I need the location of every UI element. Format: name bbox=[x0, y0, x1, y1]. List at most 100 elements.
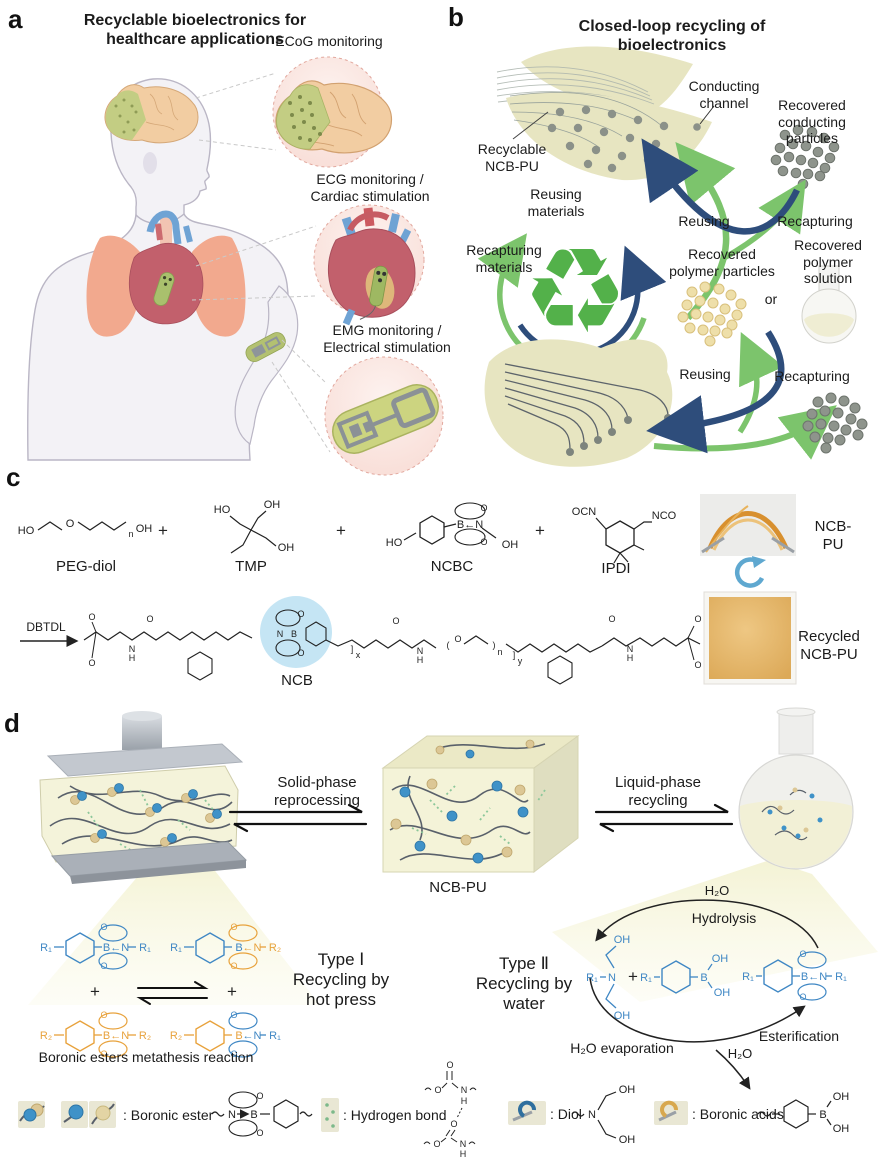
svg-text:OH: OH bbox=[614, 1010, 631, 1022]
polymer-particle-cluster bbox=[677, 281, 747, 347]
svg-text:N: N bbox=[461, 1085, 468, 1095]
panel-d-tag: d bbox=[4, 708, 20, 738]
svg-text:N: N bbox=[417, 646, 424, 656]
svg-text:OH: OH bbox=[712, 953, 729, 965]
svg-text:O: O bbox=[446, 1060, 453, 1070]
svg-text:B: B bbox=[250, 1109, 257, 1121]
recyclable-pointer bbox=[512, 111, 549, 140]
svg-text:OH: OH bbox=[833, 1091, 850, 1103]
svg-text:OH: OH bbox=[278, 542, 295, 554]
svg-text:O: O bbox=[100, 1049, 107, 1059]
brain-large bbox=[275, 80, 393, 154]
svg-text:x: x bbox=[356, 650, 361, 660]
svg-text:N: N bbox=[608, 972, 616, 984]
panel-c-art: HO O n OH HO OH OH HO O O B←N OH OCN NCO bbox=[18, 494, 797, 685]
recovered-conducting-label: Recovered conducting particles bbox=[778, 97, 846, 147]
h2o-bottom-label: H₂O bbox=[727, 1046, 753, 1061]
heart-large bbox=[327, 207, 416, 326]
svg-text:]: ] bbox=[513, 650, 516, 660]
svg-text:OH: OH bbox=[833, 1123, 850, 1135]
plus-type2: + bbox=[628, 967, 638, 986]
light-cone-flask bbox=[552, 860, 878, 1002]
cube-label: NCB-PU bbox=[429, 879, 487, 896]
svg-text:N: N bbox=[129, 644, 136, 654]
boronic-ester-blue-bead-icon bbox=[61, 1101, 88, 1128]
svg-text:H: H bbox=[129, 653, 136, 663]
conducting-channel-label: Conducting channel bbox=[688, 78, 760, 111]
svg-text:B←N: B←N bbox=[457, 519, 483, 531]
svg-text:(: ( bbox=[447, 640, 450, 650]
recovered-polymer-particles-label: Recovered polymer particles bbox=[669, 246, 775, 279]
polymer-chain-structure: O O O N H O O N B x ] O N H ( O ) n y ] … bbox=[83, 596, 702, 685]
equilibrium-type1 bbox=[136, 981, 209, 1005]
svg-text:y: y bbox=[518, 656, 523, 666]
or-label: or bbox=[764, 291, 778, 307]
boronic-ester-blue-blue: R₁ O O B←N R₁ bbox=[40, 922, 151, 971]
legend-boronic-ester: : Boronic ester bbox=[123, 1107, 214, 1123]
plus-1: + bbox=[158, 521, 168, 540]
brain-small bbox=[104, 84, 199, 144]
svg-text:O: O bbox=[230, 1010, 237, 1020]
svg-text:B: B bbox=[291, 629, 297, 639]
svg-text:B: B bbox=[700, 972, 707, 984]
panel-b-art bbox=[477, 46, 868, 467]
svg-text:OH: OH bbox=[619, 1084, 636, 1096]
svg-text:B: B bbox=[819, 1109, 826, 1121]
peg-diol-label: PEG-diol bbox=[55, 558, 117, 575]
svg-text:O: O bbox=[230, 961, 237, 971]
solid-phase-label: Solid-phase reprocessing bbox=[274, 774, 360, 809]
svg-text:O: O bbox=[450, 1119, 457, 1129]
plus-3: + bbox=[535, 521, 545, 540]
liquid-phase-label: Liquid-phase recycling bbox=[615, 774, 701, 809]
svg-text:O: O bbox=[480, 537, 487, 547]
recapturing-upper-label: Recapturing bbox=[777, 213, 853, 229]
boronic-ester-tan-bead-icon bbox=[89, 1101, 116, 1128]
recycle-icon: ♻ bbox=[522, 226, 628, 358]
recapturing-materials-label: Recapturing materials bbox=[466, 242, 542, 275]
plus-type1-right: + bbox=[227, 982, 237, 1001]
emg-label: EMG monitoring / Electrical stimulation bbox=[323, 322, 451, 355]
emg-device-large bbox=[332, 384, 439, 454]
svg-text:O: O bbox=[256, 1128, 263, 1138]
flask-large bbox=[738, 707, 854, 870]
reusing-upper-label: Reusing bbox=[678, 213, 730, 229]
hydrogen-bond-icon bbox=[321, 1098, 339, 1132]
svg-text:n: n bbox=[497, 647, 502, 657]
svg-text:O: O bbox=[454, 634, 461, 644]
svg-text:R₁: R₁ bbox=[586, 972, 598, 984]
cardiac-device bbox=[153, 272, 175, 306]
svg-text:R₁: R₁ bbox=[640, 972, 652, 984]
svg-text:←N: ←N bbox=[243, 1030, 262, 1042]
svg-text:R₂: R₂ bbox=[139, 1030, 151, 1042]
peg-diol-structure: HO O n OH bbox=[18, 518, 153, 539]
flask-small bbox=[801, 265, 857, 344]
h2o-top-label: H₂O bbox=[704, 883, 730, 898]
panel-d-art: R₁ O O B←N R₁ R₁ O O B ←N R₂ bbox=[28, 707, 878, 1090]
callout-connectors bbox=[191, 72, 331, 453]
svg-text:O: O bbox=[694, 660, 701, 670]
tmp-label: TMP bbox=[235, 558, 267, 575]
h2o-evaporation-label: H₂O evaporation bbox=[570, 1040, 674, 1056]
lower-cycle-arrows bbox=[646, 330, 837, 460]
svg-text:n: n bbox=[128, 529, 133, 539]
metathesis-label: Boronic esters metathesis reaction bbox=[38, 1049, 254, 1065]
conducting-particle-cluster-bottom bbox=[802, 392, 868, 454]
legend-art: N B O O O O N H O O N H bbox=[18, 1060, 849, 1159]
svg-text:R₁: R₁ bbox=[742, 971, 754, 983]
svg-text:OH: OH bbox=[714, 987, 731, 999]
svg-text:H: H bbox=[417, 655, 424, 665]
svg-text:R₂: R₂ bbox=[170, 1030, 182, 1042]
svg-text:HO: HO bbox=[386, 537, 403, 549]
ipdi-label: IPDI bbox=[601, 560, 631, 577]
recycled-ncbpu-photo bbox=[703, 591, 797, 685]
svg-text:O: O bbox=[88, 612, 95, 622]
hydrolysis-label: Hydrolysis bbox=[691, 910, 757, 926]
svg-text:HO: HO bbox=[214, 504, 231, 516]
svg-text:R₁: R₁ bbox=[835, 971, 847, 983]
cardiac-device-large bbox=[359, 265, 388, 320]
conducting-channel-pointer bbox=[699, 105, 715, 125]
svg-text:N: N bbox=[277, 629, 284, 639]
ncbc-label: NCBC bbox=[430, 558, 474, 575]
svg-text:B: B bbox=[235, 1030, 242, 1042]
